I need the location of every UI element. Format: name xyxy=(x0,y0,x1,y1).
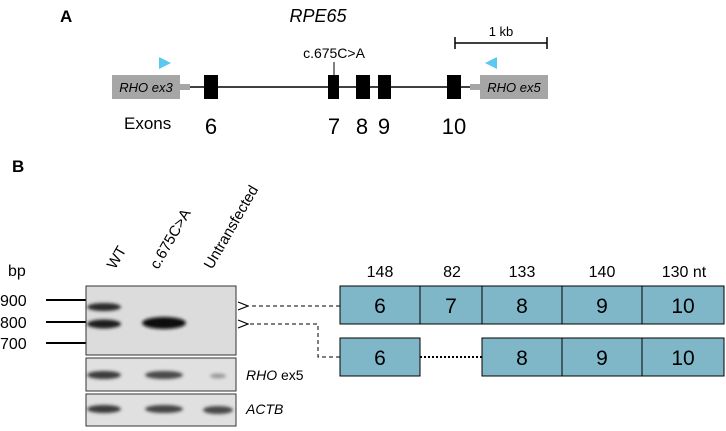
lane-label-untransfected: Untransfected xyxy=(201,183,262,272)
segment-label: 9 xyxy=(596,295,608,318)
transcript-skipped: 6 8 9 10 xyxy=(339,337,725,377)
exon-9 xyxy=(378,75,391,99)
panel-b: B WT c.675C>A Untransfected bp 900 800 7… xyxy=(0,157,725,427)
gene-title: RPE65 xyxy=(289,6,347,26)
segment-exon-9 xyxy=(561,285,643,325)
scale-bar: 1 kb xyxy=(454,24,548,49)
bp-label: bp xyxy=(8,263,26,280)
arrow-skipped-transcript xyxy=(248,324,340,358)
forward-primer-icon xyxy=(159,57,171,69)
rho-ex3-label: RHO ex3 xyxy=(119,80,173,95)
exon-6 xyxy=(204,75,218,99)
exon-8 xyxy=(356,75,370,99)
gel-main xyxy=(85,285,237,356)
exon-7 xyxy=(328,75,339,99)
exon-number: 6 xyxy=(205,114,217,139)
scale-bar-label: 1 kb xyxy=(489,24,514,39)
segment-label: 6 xyxy=(374,347,386,370)
gel-actb xyxy=(85,393,237,427)
lane-label-mutant: c.675C>A xyxy=(147,206,195,272)
gel-row-label-rho: RHO ex5 xyxy=(246,367,304,383)
segment-label: 6 xyxy=(374,295,386,318)
exons-heading: Exons xyxy=(124,114,171,133)
reverse-primer-icon xyxy=(485,57,497,69)
panel-b-label: B xyxy=(12,157,24,176)
segment-exon-9 xyxy=(561,337,643,377)
segment-exon-6 xyxy=(339,337,421,377)
segment-label: 9 xyxy=(596,347,608,370)
exon-number: 9 xyxy=(378,114,390,139)
segment-exon-10 xyxy=(641,337,725,377)
nt-label: 82 xyxy=(443,264,461,281)
gel-row-label-actb: ACTB xyxy=(245,401,283,417)
ladder-800: 800 xyxy=(0,315,27,332)
nt-label: 133 xyxy=(509,264,536,281)
segment-label: 10 xyxy=(671,295,694,318)
segment-label: 8 xyxy=(516,295,528,318)
lane-label-wt: WT xyxy=(104,243,130,272)
segment-exon-8 xyxy=(481,285,563,325)
exon-10 xyxy=(447,75,461,99)
panel-a-label: A xyxy=(60,7,72,26)
panel-a: A RPE65 1 kb c.675C>A RHO ex3 RHO ex5 xyxy=(60,6,548,139)
segment-label: 10 xyxy=(671,347,694,370)
exon-number: 8 xyxy=(356,114,368,139)
rho-ex5-label: RHO ex5 xyxy=(487,80,541,95)
segment-exon-8 xyxy=(481,337,563,377)
nt-label: 148 xyxy=(367,264,394,281)
nt-label: 140 xyxy=(589,264,616,281)
nt-label: 130 nt xyxy=(662,264,707,281)
rho-ex3-box: RHO ex3 xyxy=(112,75,190,99)
segment-label: 8 xyxy=(516,347,528,370)
transcript-full: 6 7 8 9 10 xyxy=(339,285,725,325)
segment-exon-10 xyxy=(641,285,725,325)
mutation-label: c.675C>A xyxy=(303,45,366,61)
ladder-700: 700 xyxy=(0,336,27,353)
segment-label: 7 xyxy=(445,295,457,318)
ladder-900: 900 xyxy=(0,293,27,310)
rho-ex5-box: RHO ex5 xyxy=(470,75,548,99)
exon-number: 7 xyxy=(328,114,340,139)
segment-exon-7 xyxy=(419,285,483,325)
segment-exon-6 xyxy=(339,285,421,325)
exon-number: 10 xyxy=(442,114,466,139)
gel-rho-ex5 xyxy=(85,357,237,392)
